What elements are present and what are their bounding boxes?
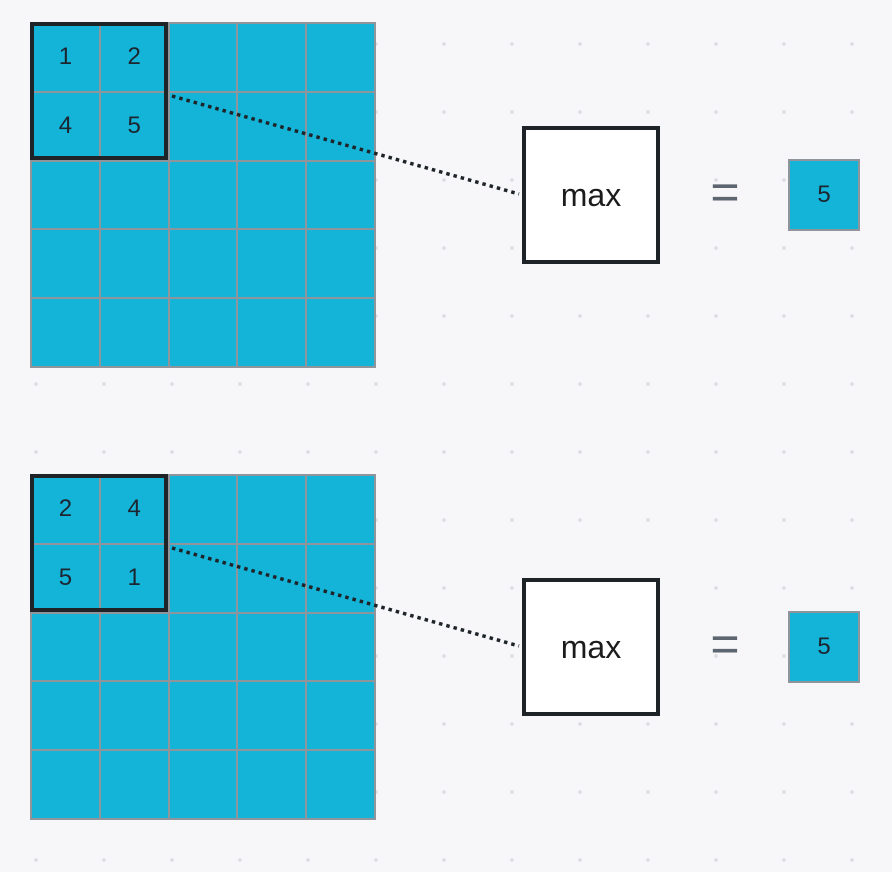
grid-cell bbox=[238, 299, 306, 366]
grid-cell: 4 bbox=[32, 92, 99, 160]
result-cell: 5 bbox=[788, 159, 860, 231]
grid-cell bbox=[238, 476, 306, 543]
grid-cell: 4 bbox=[100, 476, 168, 543]
grid-cell bbox=[100, 299, 168, 366]
grid-cell: 1 bbox=[32, 24, 99, 91]
input-grid: 1 2 4 5 bbox=[30, 22, 376, 368]
grid-cell bbox=[169, 24, 237, 91]
grid-cell bbox=[307, 613, 374, 681]
grid-cell bbox=[100, 682, 168, 750]
grid-cell bbox=[169, 476, 237, 543]
pooling-window bbox=[30, 22, 168, 160]
grid-cell bbox=[238, 24, 306, 91]
equals-sign: = bbox=[710, 164, 740, 220]
grid-cell bbox=[32, 751, 99, 818]
grid-cell bbox=[169, 230, 237, 298]
grid-cell: 5 bbox=[100, 92, 168, 160]
grid-cell bbox=[169, 682, 237, 750]
grid-cell bbox=[238, 230, 306, 298]
max-operation-box: max bbox=[522, 578, 660, 716]
grid-cell bbox=[100, 230, 168, 298]
equals-sign: = bbox=[710, 616, 740, 672]
grid-cell bbox=[238, 92, 306, 160]
grid-cell bbox=[307, 751, 374, 818]
grid-cell bbox=[100, 161, 168, 229]
max-operation-box: max bbox=[522, 126, 660, 264]
grid-cell bbox=[238, 161, 306, 229]
pooling-example-2: 2 4 5 1 max = 5 bbox=[0, 452, 892, 872]
grid-cell bbox=[238, 613, 306, 681]
grid-cell bbox=[169, 613, 237, 681]
grid-cell bbox=[307, 476, 374, 543]
grid-cell bbox=[169, 299, 237, 366]
grid-cell: 1 bbox=[100, 544, 168, 612]
grid-cell bbox=[32, 230, 99, 298]
grid-cell bbox=[100, 751, 168, 818]
grid-cell bbox=[32, 161, 99, 229]
grid-cell bbox=[32, 613, 99, 681]
grid-cell bbox=[32, 299, 99, 366]
pooling-window bbox=[30, 474, 168, 612]
grid-cell bbox=[100, 613, 168, 681]
grid-cell bbox=[307, 299, 374, 366]
grid-cell: 2 bbox=[100, 24, 168, 91]
grid-cell bbox=[307, 161, 374, 229]
result-cell: 5 bbox=[788, 611, 860, 683]
grid-cell: 5 bbox=[32, 544, 99, 612]
grid-cell bbox=[238, 751, 306, 818]
grid-cell bbox=[32, 682, 99, 750]
pooling-example-1: 1 2 4 5 max = 5 bbox=[0, 0, 892, 420]
grid-cell bbox=[307, 230, 374, 298]
grid-cell bbox=[307, 682, 374, 750]
grid-cell bbox=[169, 751, 237, 818]
grid-cell bbox=[238, 544, 306, 612]
grid-cell bbox=[169, 161, 237, 229]
dotted-connector bbox=[171, 94, 520, 196]
input-grid: 2 4 5 1 bbox=[30, 474, 376, 820]
grid-cell: 2 bbox=[32, 476, 99, 543]
grid-cell bbox=[238, 682, 306, 750]
grid-cell bbox=[307, 24, 374, 91]
dotted-connector bbox=[171, 546, 520, 648]
